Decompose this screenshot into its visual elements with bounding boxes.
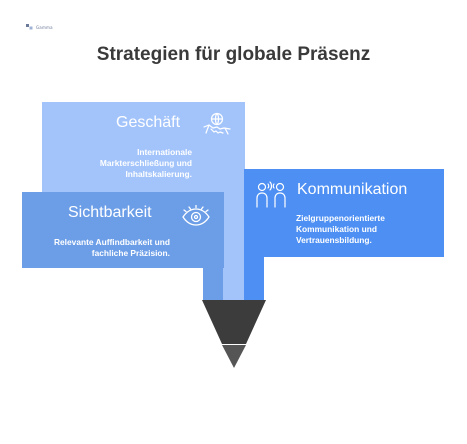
kommunikation-stem xyxy=(244,257,264,300)
sichtbarkeit-description: Relevante Auffindbarkeit und fachliche P… xyxy=(10,237,170,259)
geschaeft-panel: Geschäft Internationale Markterschließun… xyxy=(42,102,245,192)
geschaeft-stem xyxy=(223,192,245,300)
page-title: Strategien für globale Präsenz xyxy=(96,44,371,65)
eye-icon xyxy=(182,205,210,226)
people-talking-icon xyxy=(256,181,286,208)
handshake-globe-icon xyxy=(203,112,231,135)
logo: Gamma xyxy=(26,24,53,30)
kommunikation-description-line: Kommunikation und xyxy=(296,224,377,234)
funnel-upper-segment xyxy=(202,300,266,344)
kommunikation-heading: Kommunikation xyxy=(297,181,408,198)
sichtbarkeit-panel: Sichtbarkeit Relevante Auffindbarkeit un… xyxy=(22,192,224,268)
kommunikation-description-line: Zielgruppenorientierte xyxy=(296,213,385,223)
funnel-tip xyxy=(202,300,266,368)
logo-text: Gamma xyxy=(36,24,53,30)
sichtbarkeit-heading: Sichtbarkeit xyxy=(68,204,152,221)
funnel-lower-segment xyxy=(222,345,246,368)
sichtbarkeit-description-line: fachliche Präzision. xyxy=(91,248,170,258)
kommunikation-panel: Kommunikation Zielgruppenorientierte Kom… xyxy=(244,169,444,257)
logo-icon xyxy=(26,24,33,30)
geschaeft-description-line: Inhaltskalierung. xyxy=(125,169,192,179)
geschaeft-description-line: Markterschließung und xyxy=(99,158,192,168)
kommunikation-description: Zielgruppenorientierte Kommunikation und… xyxy=(296,213,436,246)
sichtbarkeit-stem xyxy=(203,268,223,300)
geschaeft-description: Internationale Markterschließung und Inh… xyxy=(42,147,192,180)
kommunikation-description-line: Vertrauensbildung. xyxy=(296,235,372,245)
geschaeft-heading: Geschäft xyxy=(116,114,181,131)
geschaeft-description-line: Internationale xyxy=(137,147,192,157)
sichtbarkeit-description-line: Relevante Auffindbarkeit und xyxy=(53,237,170,247)
